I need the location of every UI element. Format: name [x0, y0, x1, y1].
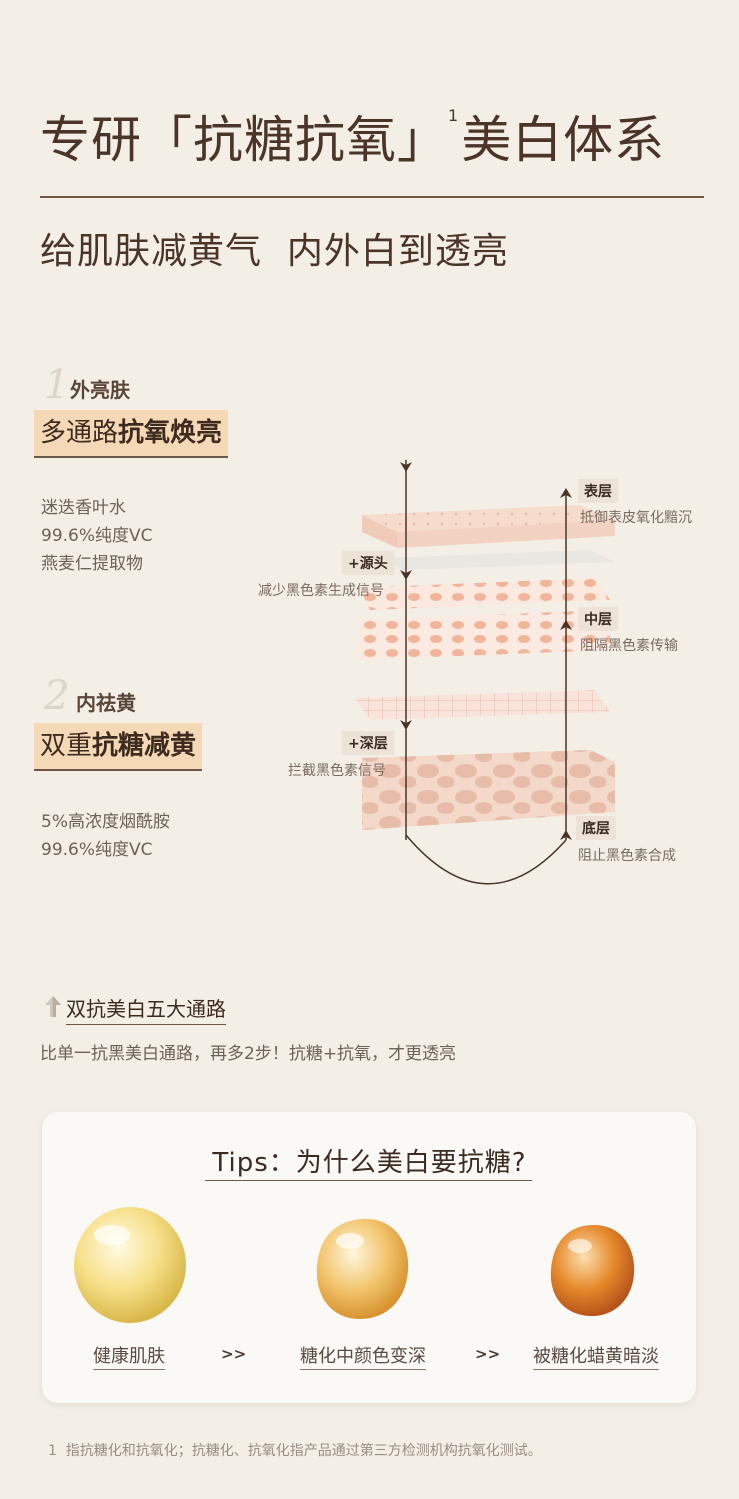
footnote-marker: 1	[448, 106, 460, 125]
tips-divider	[205, 1180, 532, 1181]
diagram-desc-middle: 阻隔黑色素传输	[580, 638, 678, 654]
diagram-tag-surface: 表层	[578, 479, 618, 503]
page-title: 专研「抗糖抗氧」1美白体系	[40, 106, 666, 169]
section-1-highlight: 多通路抗氧焕亮	[34, 410, 229, 458]
title-divider	[40, 196, 704, 198]
droplet-sallow	[550, 1224, 635, 1317]
ingredient-item: 99.6%纯度VC	[41, 526, 153, 546]
section-1-ingredients: 迷迭香叶水 99.6%纯度VC 燕麦仁提取物	[41, 494, 153, 578]
skin-layer-clear	[380, 550, 615, 570]
section-2-number: 2	[44, 673, 70, 719]
section-2-highlight: 双重抗糖减黄	[34, 723, 203, 771]
diagram-desc-bottom: 阻止黑色素合成	[578, 848, 676, 864]
diagram-desc-surface: 抵御表皮氧化黯沉	[580, 510, 692, 526]
diagram-tag-source: +源头	[342, 551, 394, 575]
stage-label-glycation: 糖化中颜色变深	[300, 1342, 426, 1370]
ingredient-item: 迷迭香叶水	[41, 498, 126, 518]
ingredient-item: 5%高浓度烟酰胺	[41, 812, 170, 832]
section-1-number: 1	[44, 362, 70, 408]
footnote: 1 指抗糖化和抗氧化；抗糖化、抗氧化指产品通过第三方检测机构抗氧化测试。	[48, 1443, 542, 1459]
tips-title: Tips：为什么美白要抗糖?	[212, 1148, 527, 1178]
section-2-ingredients: 5%高浓度烟酰胺 99.6%纯度VC	[41, 808, 170, 864]
section-1-label: 外亮肤	[70, 378, 130, 402]
droplet-healthy	[74, 1207, 186, 1323]
diagram-tag-middle: 中层	[578, 607, 618, 631]
stage-label-sallow: 被糖化蜡黄暗淡	[533, 1342, 659, 1370]
stage-label-healthy: 健康肌肤	[93, 1342, 165, 1370]
diagram-desc-source: 减少黑色素生成信号	[258, 583, 384, 599]
stage-arrow: >>	[475, 1345, 501, 1363]
section-2-label: 内祛黄	[76, 691, 136, 715]
skin-layer-diagram	[355, 460, 615, 885]
droplet-glycation	[316, 1218, 409, 1319]
diagram-tag-deep: +深层	[342, 731, 394, 755]
paths-title: 双抗美白五大通路	[66, 993, 226, 1025]
diagram-tag-bottom: 底层	[576, 816, 616, 840]
stage-arrow: >>	[221, 1345, 247, 1363]
ingredient-item: 燕麦仁提取物	[41, 554, 143, 574]
page-subtitle: 给肌肤减黄气 内外白到透亮	[40, 231, 509, 272]
paths-description: 比单一抗黑美白通路，再多2步！抗糖+抗氧，才更透亮	[40, 1044, 457, 1064]
ingredient-item: 99.6%纯度VC	[41, 840, 153, 860]
arrow-up-icon	[45, 996, 61, 1017]
diagram-desc-deep: 拦截黑色素信号	[288, 763, 386, 779]
